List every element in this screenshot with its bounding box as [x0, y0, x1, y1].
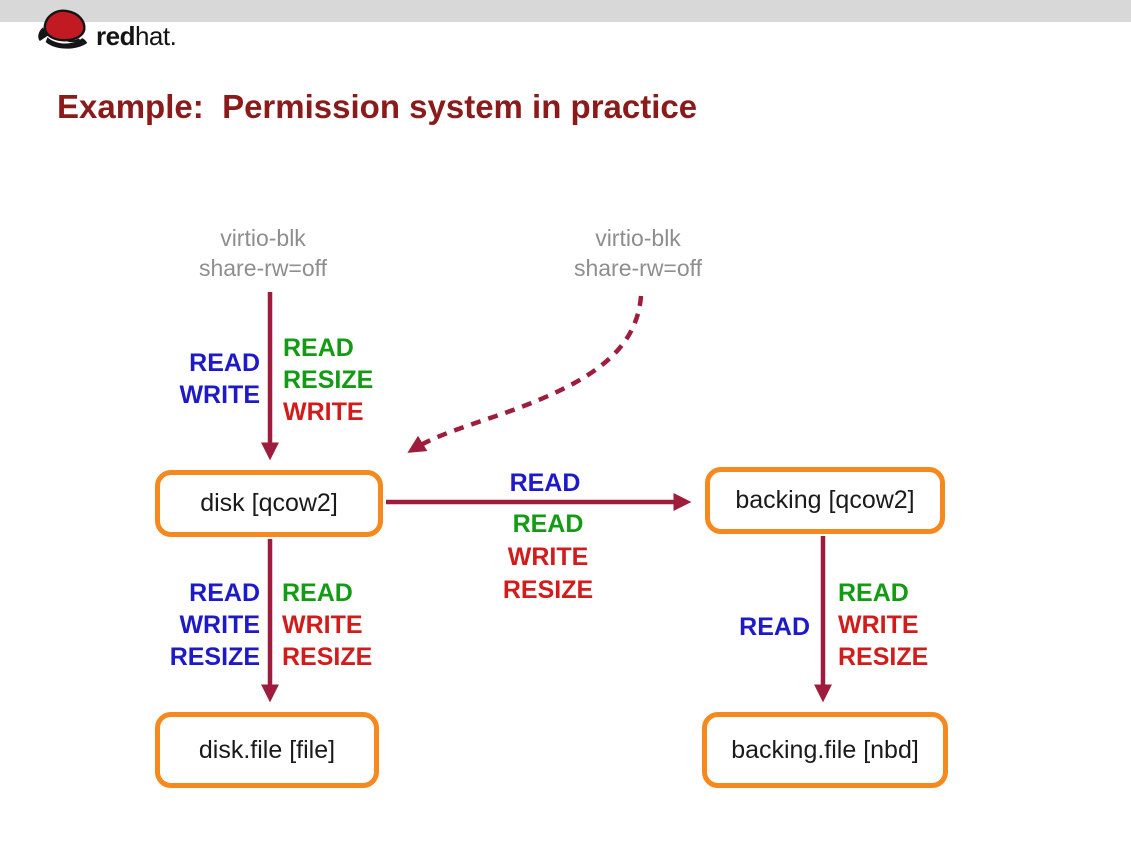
edge-virtio-disk-left-labels: READ WRITE — [120, 347, 260, 411]
permission-label: RESIZE — [502, 576, 594, 604]
attachment-device: virtio-blk — [220, 225, 306, 251]
edge-disk-diskfile-left-labels: READ WRITE RESIZE — [100, 577, 260, 673]
node-label: backing.file [nbd] — [731, 735, 919, 764]
permission-label: WRITE — [838, 611, 919, 639]
node-label: disk.file [file] — [198, 735, 336, 764]
attachment-label-left: virtio-blk share-rw=off — [148, 223, 378, 283]
attachment-option: share-rw=off — [198, 255, 328, 281]
node-disk: disk [qcow2] — [155, 470, 383, 537]
slide-title: Example: Permission system in practice — [57, 88, 698, 125]
top-bar — [0, 0, 1131, 22]
node-label: disk [qcow2] — [200, 489, 338, 517]
permission-label: READ — [189, 349, 260, 377]
permission-label: RESIZE — [838, 643, 929, 671]
permission-label: RESIZE — [282, 643, 373, 671]
permission-label: WRITE — [283, 398, 364, 426]
node-label: backing [qcow2] — [735, 486, 915, 514]
permission-label: READ — [512, 510, 584, 538]
edge-backing-backingfile-right-labels: READ WRITE RESIZE — [838, 577, 988, 673]
attachment-option: share-rw=off — [573, 255, 703, 281]
permission-label: READ — [283, 334, 354, 362]
attachment-device: virtio-blk — [595, 225, 681, 251]
edge-virtio2-to-disk-dashed-arrow — [407, 295, 644, 453]
redhat-logo: redhat. — [36, 6, 177, 51]
permission-label: WRITE — [179, 611, 260, 639]
redhat-wordmark: redhat. — [96, 21, 177, 51]
permission-label: RESIZE — [283, 366, 374, 394]
node-backing: backing [qcow2] — [705, 467, 945, 534]
node-disk-file: disk.file [file] — [155, 712, 379, 788]
permission-label: READ — [838, 579, 909, 607]
permission-label: WRITE — [179, 381, 260, 409]
redhat-hat-icon — [38, 9, 88, 49]
attachment-label-right: virtio-blk share-rw=off — [523, 223, 753, 283]
edge-disk-backing-top-labels: READ — [470, 467, 620, 499]
brand-red-text: red — [96, 21, 135, 51]
permission-label: READ — [282, 579, 353, 607]
edge-disk-backing-bottom-labels: READ WRITE RESIZE — [468, 508, 628, 607]
permission-label: READ — [739, 613, 810, 641]
permission-label: WRITE — [507, 543, 589, 571]
edge-virtio-disk-right-labels: READ RESIZE WRITE — [283, 332, 433, 428]
edge-disk-diskfile-right-labels: READ WRITE RESIZE — [282, 577, 442, 673]
edge-backing-backingfile-left-labels: READ — [690, 611, 810, 643]
node-backing-file: backing.file [nbd] — [702, 712, 948, 788]
permission-label: WRITE — [282, 611, 363, 639]
brand-hat-text: hat. — [134, 21, 177, 51]
permission-label: READ — [509, 469, 581, 497]
permission-label: RESIZE — [169, 643, 260, 671]
permission-label: READ — [189, 579, 260, 607]
